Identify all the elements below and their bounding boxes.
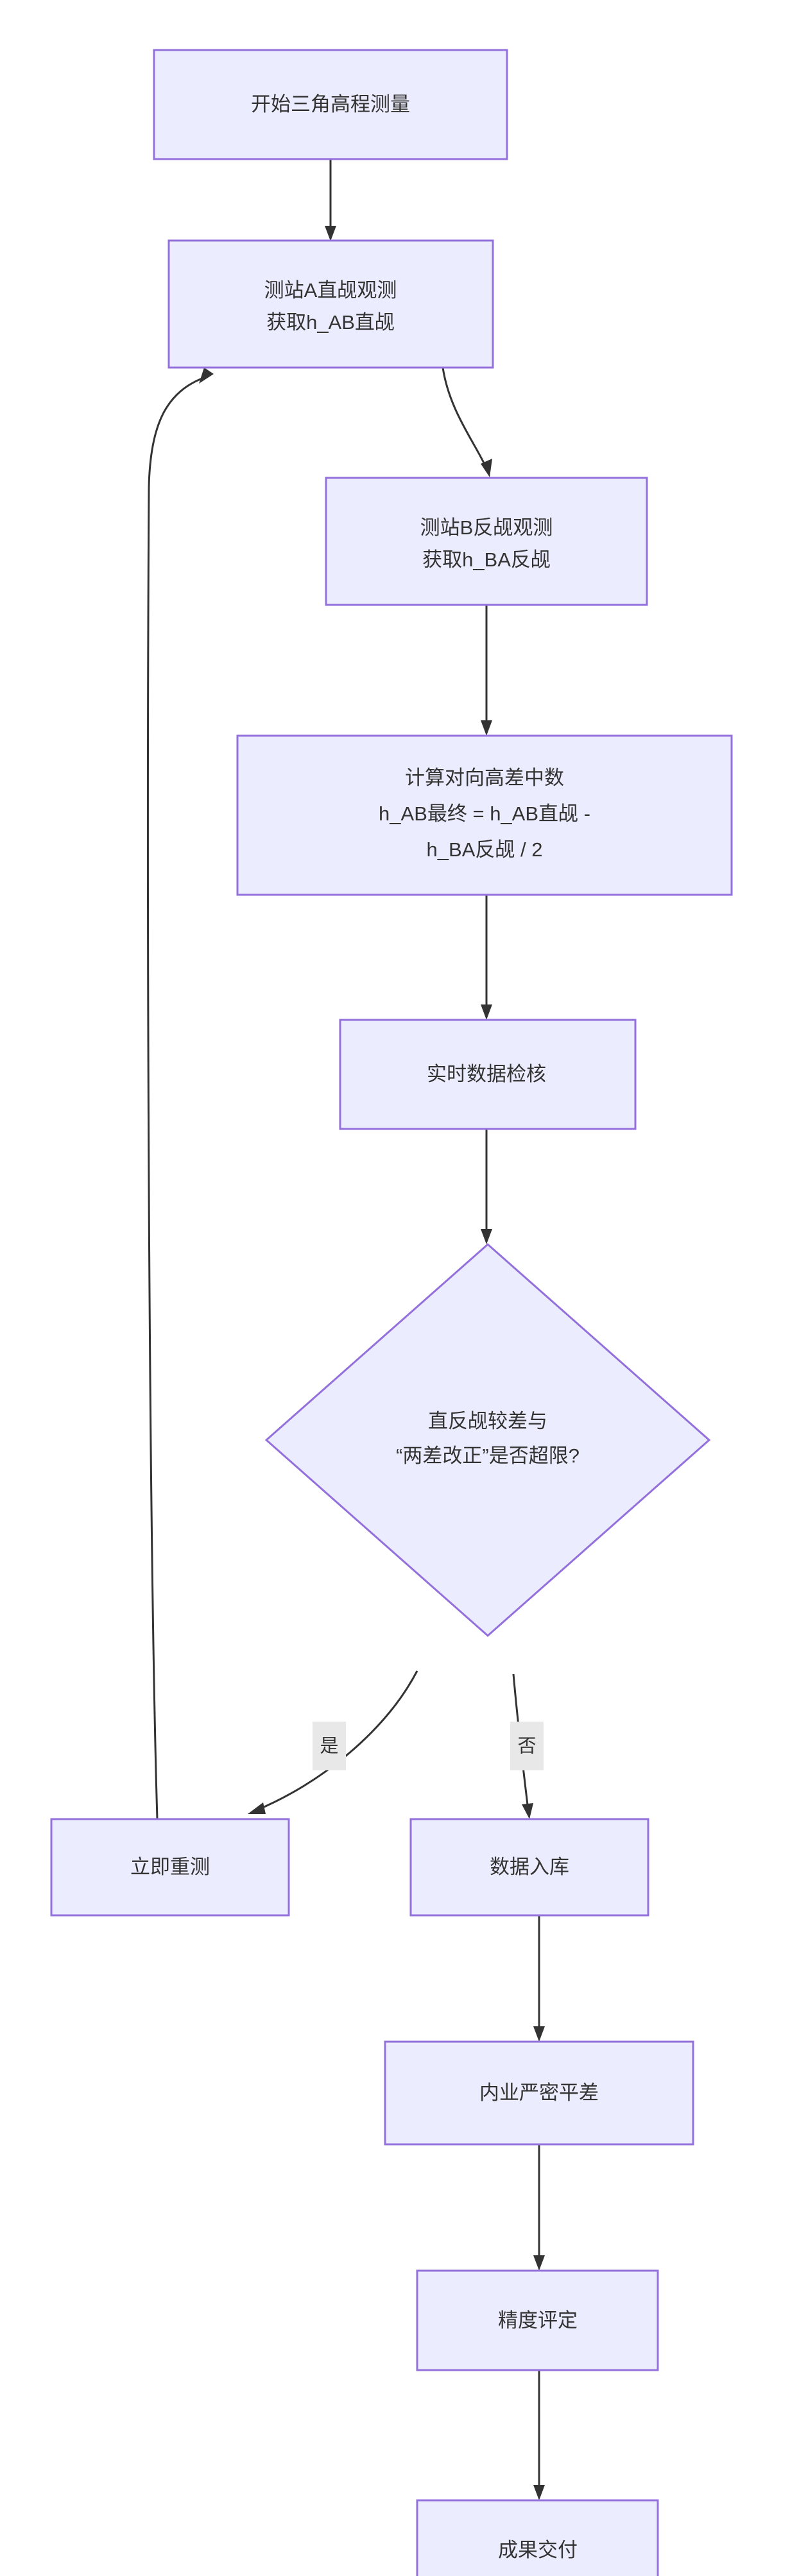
node-layer: 开始三角高程测量 测站A直觇观测 获取h_AB直觇 测站B反觇观测 获取h_BA… [50, 49, 733, 2576]
edge-adjust-to-accuracy [533, 2144, 545, 2271]
arrow-head-icon [481, 1229, 492, 1244]
edge-line [256, 1670, 418, 1811]
node-deliver-label: 成果交付 [498, 2539, 578, 2561]
node-decision-label-line1: 直反觇较差与 [428, 1410, 547, 1432]
arrow-head-icon [533, 2485, 545, 2500]
edge-store-to-adjust [533, 1915, 545, 2042]
node-decision[interactable]: 直反觇较差与 “两差改正”是否超限? [264, 1242, 711, 1638]
edge-accuracy-to-deliver [533, 2370, 545, 2500]
arrow-head-icon [481, 720, 492, 736]
edge-decision-to-store: 否 [510, 1674, 544, 1819]
edge-start-to-obs-a [325, 159, 336, 241]
node-decision-label-line2: “两差改正”是否超限? [396, 1445, 580, 1467]
edge-remeasure-to-obs-a-feedback [147, 368, 214, 1820]
arrow-head-icon [199, 368, 214, 384]
node-remeasure[interactable]: 立即重测 [50, 1818, 290, 1917]
node-accuracy[interactable]: 精度评定 [416, 2269, 659, 2371]
edge-check-to-decision [481, 1129, 492, 1244]
edge-label-no: 否 [517, 1736, 536, 1757]
node-calc-shape[interactable] [236, 734, 733, 896]
node-obs-a-label-line1: 测站A直觇观测 [264, 279, 397, 301]
node-obs-a[interactable]: 测站A直觇观测 获取h_AB直觇 [168, 239, 494, 369]
node-calc-label-line2: h_AB最终 = h_AB直觇 - [379, 802, 590, 825]
arrow-head-icon [248, 1802, 266, 1814]
node-adjust-label: 内业严密平差 [479, 2081, 599, 2104]
edge-calc-to-check [481, 895, 492, 1020]
node-start-shape[interactable] [153, 49, 508, 160]
node-calc-label-line1: 计算对向高差中数 [405, 767, 564, 789]
node-decision-shape[interactable] [264, 1242, 711, 1638]
node-calc[interactable]: 计算对向高差中数 h_AB最终 = h_AB直觇 - h_BA反觇 / 2 [236, 734, 733, 896]
node-check-label: 实时数据检核 [427, 1063, 546, 1085]
arrow-head-icon [325, 226, 336, 241]
node-remeasure-shape[interactable] [50, 1818, 290, 1917]
node-check[interactable]: 实时数据检核 [339, 1019, 637, 1130]
arrow-head-icon [533, 2255, 545, 2271]
arrow-head-icon [481, 459, 492, 477]
edge-label-background [510, 1722, 544, 1770]
node-calc-label-line3: h_BA反觇 / 2 [427, 838, 543, 861]
node-check-shape[interactable] [339, 1019, 637, 1130]
edge-layer: 是 否 [147, 159, 545, 2500]
edge-line [147, 376, 206, 1820]
node-obs-b-label-line1: 测站B反觇观测 [420, 516, 553, 539]
node-accuracy-shape[interactable] [416, 2269, 659, 2371]
edge-label-background [313, 1722, 346, 1770]
edge-obs-b-to-calc [481, 605, 492, 736]
node-store-label: 数据入库 [490, 1856, 569, 1878]
node-accuracy-label: 精度评定 [498, 2309, 578, 2332]
node-adjust[interactable]: 内业严密平差 [384, 2040, 694, 2146]
node-obs-b-shape[interactable] [325, 477, 648, 606]
node-start[interactable]: 开始三角高程测量 [153, 49, 508, 160]
edge-line [442, 367, 488, 469]
node-store-shape[interactable] [409, 1818, 649, 1917]
edge-label-yes: 是 [320, 1736, 338, 1757]
node-start-label: 开始三角高程测量 [251, 93, 410, 115]
node-remeasure-label: 立即重测 [130, 1856, 210, 1878]
node-obs-b[interactable]: 测站B反觇观测 获取h_BA反觇 [325, 477, 648, 606]
arrow-head-icon [533, 2026, 545, 2042]
node-deliver[interactable]: 成果交付 [416, 2499, 659, 2576]
arrow-head-icon [522, 1803, 533, 1819]
node-obs-b-label-line2: 获取h_BA反觇 [422, 548, 551, 571]
node-obs-a-shape[interactable] [168, 239, 494, 369]
edge-obs-a-to-obs-b [442, 367, 492, 477]
node-adjust-shape[interactable] [384, 2040, 694, 2146]
node-obs-a-label-line2: 获取h_AB直觇 [266, 311, 395, 334]
arrow-head-icon [481, 1004, 492, 1020]
node-store[interactable]: 数据入库 [409, 1818, 649, 1917]
edge-decision-to-remeasure: 是 [248, 1670, 418, 1814]
node-deliver-shape[interactable] [416, 2499, 659, 2576]
